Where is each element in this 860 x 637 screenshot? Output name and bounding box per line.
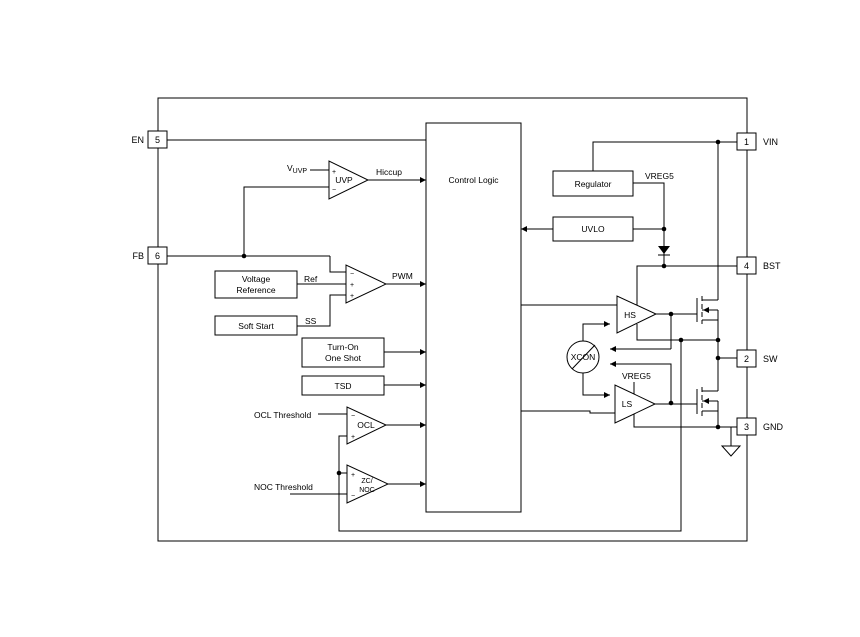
uvp-comparator [328,160,370,200]
hs-ref-junction [678,337,684,343]
sw-junction-a [715,337,721,343]
zc-label-1: ZC/ [361,478,372,485]
pin-gnd: 3 GND [736,417,784,436]
chip-outline [157,97,748,542]
hs-ref-wire [636,324,718,341]
pin-gnd-name: GND [763,422,784,432]
tsd-label: TSD [335,381,352,391]
vuvp-label: VUVP [287,163,307,175]
ls-ref-wire [633,414,737,428]
pwm-label: PWM [392,271,413,281]
pin-bst: 4 BST [736,256,781,275]
voltage-reference-line2: Reference [236,285,275,295]
pwm-plus-1: + [350,282,354,289]
pwm-minus: − [350,271,354,278]
pin-en-number: 5 [155,135,160,145]
ss-wire [297,294,346,327]
xcon-hs-wire [582,321,610,341]
pin-sw-number: 2 [744,354,749,364]
ls-mosfet-icon [696,387,719,416]
uvlo-label: UVLO [581,224,605,234]
hs-label: HS [624,310,636,320]
pin-gnd-number: 3 [744,422,749,432]
voltage-reference-line1: Voltage [242,274,271,284]
ls-driver [614,384,657,424]
hs-mosfet-icon [696,296,719,324]
pin-en-name: EN [131,135,144,145]
ls-in-wire [521,410,615,414]
xcon-label: XCON [571,352,596,362]
ground-icon [720,445,742,457]
pin-sw: 2 SW [736,349,778,368]
uvp-label: UVP [335,175,353,185]
pin-vin: 1 VIN [736,132,778,151]
turn-on-line1: Turn-On [327,342,359,352]
uvp-plus: + [332,169,336,176]
pin-en: 5 EN [131,130,168,149]
pin-vin-number: 1 [744,137,749,147]
turn-on-one-shot-block [301,337,385,368]
sw-junction-b [715,355,721,361]
pin-bst-number: 4 [744,261,749,271]
zc-label-2: NOC [359,487,375,494]
zc-minus: − [351,493,355,500]
pin-fb-number: 6 [155,251,160,261]
soft-start-label: Soft Start [238,321,274,331]
voltage-reference-block [214,270,298,299]
zc-plus: + [351,472,355,479]
ocl-comparator [346,406,388,445]
pin-bst-name: BST [763,261,781,271]
control-logic-label: Control Logic [448,175,499,185]
ocl-minus: − [351,413,355,420]
ocl-threshold-label: OCL Threshold [254,410,311,420]
hs-supply-wire [636,265,664,305]
hiccup-label: Hiccup [376,167,402,177]
ocl-plus: + [351,434,355,441]
ls-label: LS [622,399,633,409]
pin-fb: 6 FB [132,246,168,265]
boot-diode-icon [658,246,670,254]
fb-junction [241,253,247,259]
zc-noc-comparator [346,464,390,504]
ls-feedback-wire [610,361,672,403]
ss-label: SS [305,316,317,326]
sw-sense-zc-junction [336,470,342,476]
noc-threshold-label: NOC Threshold [254,482,313,492]
control-logic-block [425,122,522,513]
xcon-slash [571,344,596,370]
pwm-plus-2: + [350,293,354,300]
sw-sense-wire [338,340,682,532]
pin-sw-name: SW [763,354,778,364]
ls-gate-junction [668,400,674,406]
vin-to-regulator-wire [592,141,737,171]
vin-junction [715,139,721,145]
ocl-label: OCL [357,420,375,430]
pin-fb-name: FB [132,251,144,261]
turn-on-line2: One Shot [325,353,362,363]
uvp-minus: − [332,187,336,194]
pin-vin-name: VIN [763,137,778,147]
regulator-label: Regulator [575,179,612,189]
ref-label: Ref [304,274,318,284]
regulator-out-wire [633,182,665,230]
xcon-ls-wire [582,373,610,398]
uvp-fb-wire [243,186,329,256]
vreg5-top-label: VREG5 [645,171,674,181]
fb-to-pwm-wire [329,256,347,273]
gnd-junction [715,424,721,430]
vreg5-bottom-label: VREG5 [622,371,651,381]
